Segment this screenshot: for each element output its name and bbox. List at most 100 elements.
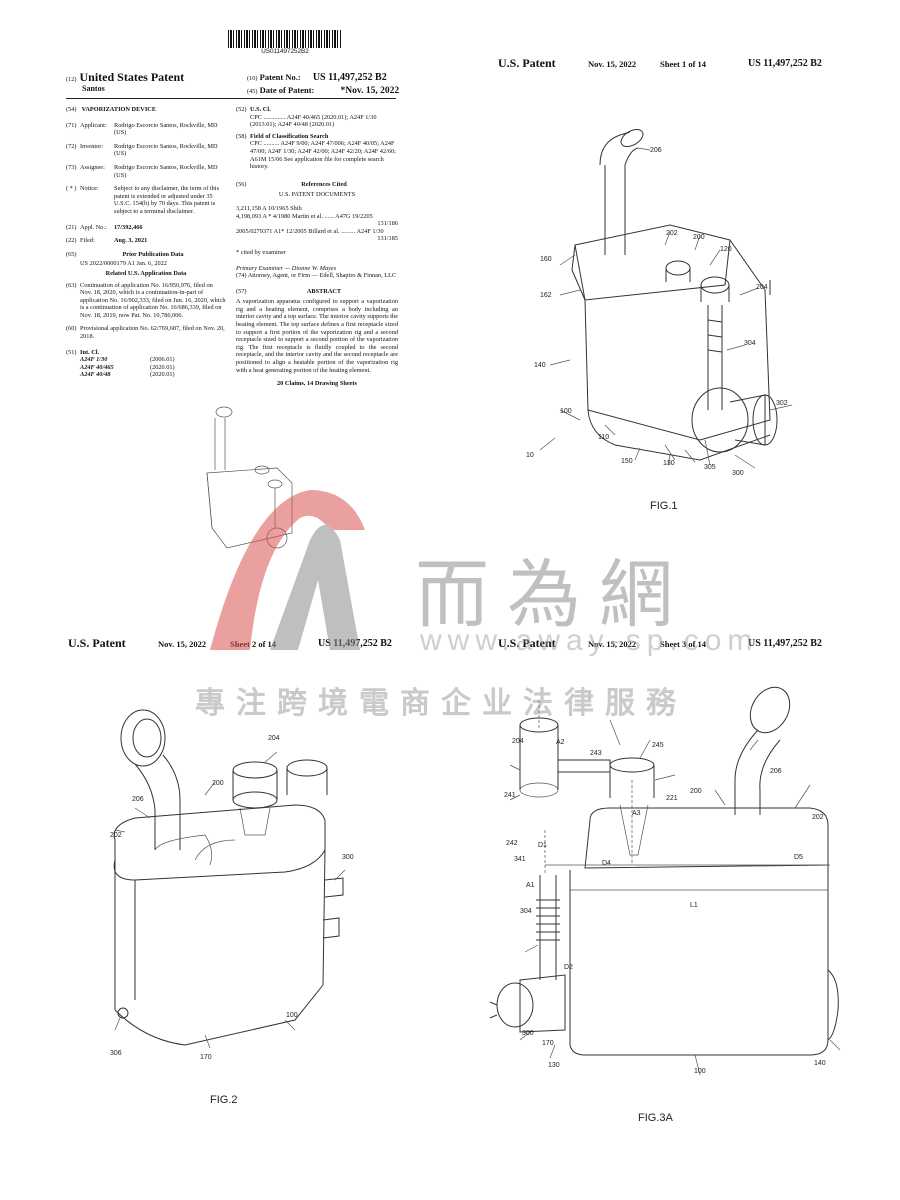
patent-type: United States Patent xyxy=(79,70,185,84)
field-65: (65) Prior Publication Data xyxy=(66,251,226,259)
field-num: (21) xyxy=(66,223,77,231)
field-num: (63) xyxy=(66,281,77,289)
intcl-code: A24F 40/465 xyxy=(80,363,114,371)
ref-label: 170 xyxy=(542,1040,554,1047)
field-72: (72) Inventor: Rodrigo Escorcio Santos, … xyxy=(66,143,226,158)
ref-label: 200 xyxy=(693,234,705,241)
field-num: (73) xyxy=(66,163,77,171)
field-num: (65) xyxy=(66,250,77,258)
right-column: (52) U.S. Cl. CPC .............. A24F 40… xyxy=(236,106,398,388)
intcl-row: A24F 40/465(2020.01) xyxy=(80,364,226,372)
uscl-title: U.S. Cl. xyxy=(250,106,271,113)
sheet-3: U.S. Patent Nov. 15, 2022 Sheet 3 of 14 … xyxy=(450,620,900,1200)
ref-label: A3 xyxy=(632,810,641,817)
ref-label: 140 xyxy=(534,362,546,369)
ref-label: 242 xyxy=(506,840,518,847)
patent-date: *Nov. 15, 2022 xyxy=(340,86,400,96)
patent-no-label: Patent No.: xyxy=(259,72,301,82)
ref-row: 131/185 xyxy=(377,235,398,243)
ref-label: D5 xyxy=(794,854,803,861)
ref-label: 160 xyxy=(540,256,552,263)
ref-label: 300 xyxy=(522,1030,534,1037)
field-search-text: CPC .......... A24F 9/00; A24F 47/006; A… xyxy=(250,140,396,171)
figure-label: FIG.3A xyxy=(638,1112,673,1124)
ref-label: 130 xyxy=(548,1062,560,1069)
ref-label: 130 xyxy=(663,460,675,467)
date-line: (45) Date of Patent: *Nov. 15, 2022 xyxy=(247,85,399,96)
intcl-row: A24F 40/48(2020.01) xyxy=(80,371,226,379)
field-label: Appl. No.: xyxy=(80,223,107,231)
ref-label: 202 xyxy=(812,814,824,821)
ref-label: 243 xyxy=(590,750,602,757)
ref-label: 245 xyxy=(652,742,664,749)
ref-label: 206 xyxy=(650,147,662,154)
ref-label: 221 xyxy=(666,795,678,802)
field-num: (72) xyxy=(66,142,77,150)
assignee-value: Rodrigo Escorcio Santos, Rockville, MD (… xyxy=(114,163,218,179)
claims-line: 20 Claims, 14 Drawing Sheets xyxy=(277,380,357,388)
ref-label: 241 xyxy=(504,792,516,799)
field-60: (60) Provisional application No. 62/769,… xyxy=(66,325,226,340)
sheet-1: U.S. Patent Nov. 15, 2022 Sheet 1 of 14 … xyxy=(450,0,900,620)
sheet-header-sheet: Sheet 3 of 14 xyxy=(660,639,707,649)
uscl-text: CPC .............. A24F 40/465 (2020.01)… xyxy=(250,113,377,129)
examiner: Primary Examiner — Dionne W. Mayes xyxy=(236,264,337,272)
intcl-code: A24F 40/48 xyxy=(80,371,111,379)
field-54: (54) VAPORIZATION DEVICE xyxy=(66,106,226,114)
barcode-text: US011497252B2 xyxy=(261,48,309,55)
sheet-header-number: US 11,497,252 B2 xyxy=(748,638,822,649)
patent-type-num: (12) xyxy=(66,76,77,83)
applicant-value: Rodrigo Escorcio Santos, Rockville, MD (… xyxy=(114,121,218,137)
ref-label: 300 xyxy=(732,470,744,477)
field-label: Assignee: xyxy=(80,163,105,171)
field-num: (57) xyxy=(236,287,247,295)
filed-value: Aug. 3, 2021 xyxy=(114,237,148,245)
fig2-drawing xyxy=(113,709,346,1049)
refs-sub: U.S. PATENT DOCUMENTS xyxy=(278,191,356,199)
field-label: Applicant: xyxy=(80,121,107,129)
sheet-header-title: U.S. Patent xyxy=(498,636,556,650)
ref-label: 10 xyxy=(526,452,534,459)
sheet-header-title: U.S. Patent xyxy=(498,56,556,70)
field-num: (51) xyxy=(66,348,77,356)
ref-label: 200 xyxy=(212,780,224,787)
related-title: Related U.S. Application Data xyxy=(105,269,187,277)
sheet-header-date: Nov. 15, 2022 xyxy=(588,59,637,69)
ref-label: 206 xyxy=(132,796,144,803)
prior-pub-title: Prior Publication Data xyxy=(122,250,184,258)
invention-title: VAPORIZATION DEVICE xyxy=(81,106,157,113)
inventor-value: Rodrigo Escorcio Santos, Rockville, MD (… xyxy=(114,142,218,158)
sheet-header-sheet: Sheet 1 of 14 xyxy=(660,59,707,69)
ref-row: 131/186 xyxy=(377,220,398,228)
ref-row: 3,211,158 A 10/1965 Shih xyxy=(236,204,302,212)
patent-type-line: (12) United States Patent xyxy=(66,70,184,85)
field-num: (54) xyxy=(66,106,77,113)
title-divider xyxy=(66,98,396,99)
ref-label: 302 xyxy=(776,400,788,407)
patent-no: US 11,497,252 B2 xyxy=(312,72,387,83)
abstract-title: ABSTRACT xyxy=(306,287,342,295)
field-58: (58) Field of Classification Search xyxy=(236,133,398,141)
ref-label: 306 xyxy=(110,1050,122,1057)
front-page: US011497252B2 (12) United States Patent … xyxy=(62,30,402,620)
field-search-title: Field of Classification Search xyxy=(250,132,329,140)
ref-label: 140 xyxy=(814,1060,826,1067)
ref-label: A2 xyxy=(556,739,565,746)
sheet-header-title: U.S. Patent xyxy=(68,636,126,650)
field-num: (52) xyxy=(236,106,247,113)
sheet-header-date: Nov. 15, 2022 xyxy=(158,639,207,649)
field-57: (57) ABSTRACT xyxy=(236,288,398,296)
ref-label: 110 xyxy=(598,434,610,441)
ref-label: 305 xyxy=(704,464,716,471)
ref-label: 304 xyxy=(520,908,532,915)
notice-value: Subject to any disclaimer, the term of t… xyxy=(114,185,220,215)
prior-pub-row: US 2022/0000179 A1 Jan. 6, 2022 xyxy=(80,260,167,268)
ref-label: L1 xyxy=(690,902,698,909)
cited-note: * cited by examiner xyxy=(236,248,286,256)
field-label: Notice: xyxy=(80,185,99,193)
ref-label: 162 xyxy=(540,292,552,299)
ref-label: 200 xyxy=(690,788,702,795)
intcl-title: Int. Cl. xyxy=(80,348,100,356)
ref-row: 4,198,093 A * 4/1980 Martin et al. .....… xyxy=(236,212,373,220)
ref-label: 206 xyxy=(770,768,782,775)
